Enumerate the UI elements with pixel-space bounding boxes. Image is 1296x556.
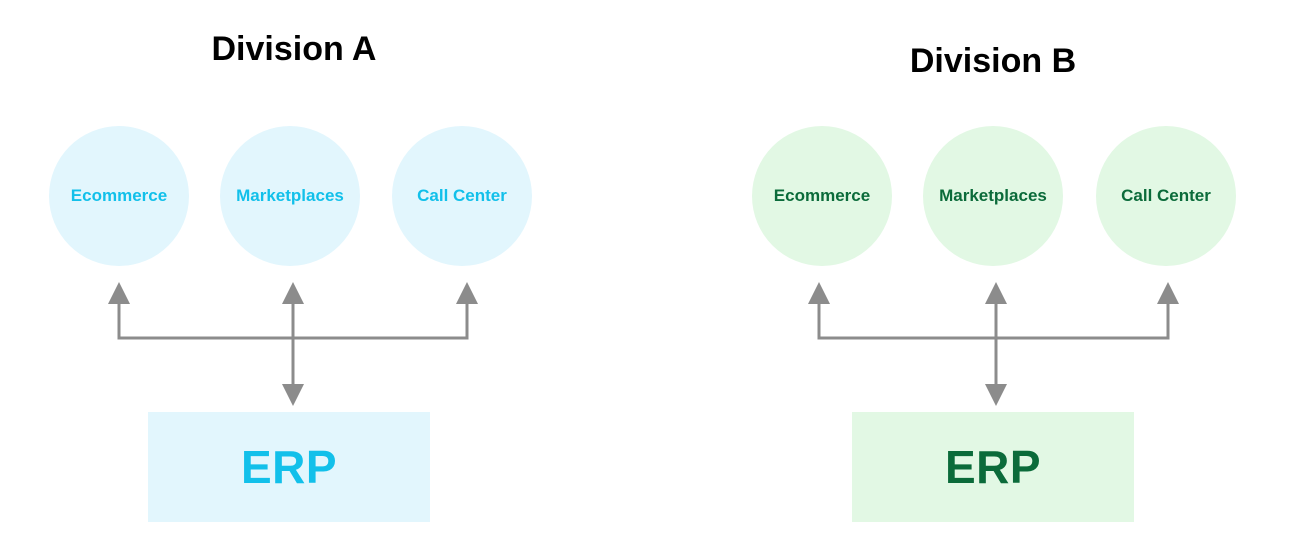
node-call-center: Call Center [392,126,532,266]
division-b-connectors [808,282,1179,406]
division-b: Division B Ecommerce Marketplaces Call C… [648,0,1296,556]
erp-box: ERP [852,412,1134,522]
arrow-up-call-center [1157,282,1179,304]
arrow-down-erp [282,384,304,406]
division-a: Division A Ecommerce Marketplaces Call C… [49,30,532,522]
division-a-connectors [108,282,478,406]
arrow-up-marketplaces [282,282,304,304]
connector-bus-line [817,302,1170,340]
node-call-center: Call Center [1096,126,1236,266]
connector-lines [117,302,469,386]
arrow-up-marketplaces [985,282,1007,304]
arrow-up-ecommerce [808,282,830,304]
node-ecommerce: Ecommerce [49,126,189,266]
erp-box: ERP [148,412,430,522]
division-b-title: Division B [909,42,1077,80]
division-a-title: Division A [211,30,377,68]
node-marketplaces: Marketplaces [923,126,1063,266]
node-ecommerce: Ecommerce [752,126,892,266]
arrow-down-erp [985,384,1007,406]
arrow-up-ecommerce [108,282,130,304]
connector-lines [817,302,1170,386]
arrow-up-call-center [456,282,478,304]
node-marketplaces: Marketplaces [220,126,360,266]
